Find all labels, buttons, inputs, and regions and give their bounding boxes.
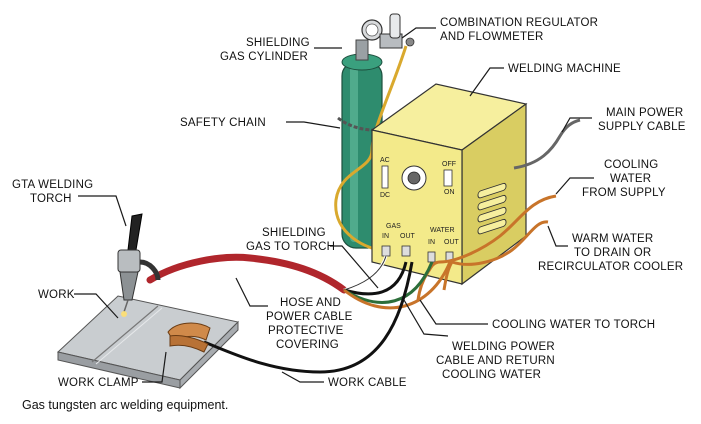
label-main-power: MAIN POWER SUPPLY CABLE	[598, 107, 687, 133]
figure-caption: Gas tungsten arc welding equipment.	[22, 398, 228, 412]
label-torch: GTA WELDING TORCH	[12, 179, 97, 205]
label-warm-water: WARM WATER TO DRAIN OR RECIRCULATOR COOL…	[538, 233, 683, 273]
gta-torch	[117, 213, 161, 317]
work-cable	[203, 261, 414, 374]
label-work-clamp: WORK CLAMP	[58, 377, 139, 389]
label-regulator: COMBINATION REGULATOR AND FLOWMETER	[440, 17, 602, 43]
regulator	[361, 13, 415, 49]
hose-cable-bundle	[146, 253, 348, 294]
water-in-label: IN	[428, 239, 435, 246]
label-machine: WELDING MACHINE	[508, 63, 621, 75]
gas-in-label: IN	[382, 233, 389, 240]
gas-supply-hose	[334, 45, 408, 252]
dc-label: DC	[380, 192, 390, 199]
label-hose: HOSE AND POWER CABLE PROTECTIVE COVERING	[266, 297, 356, 351]
welding-machine	[370, 83, 528, 286]
return-water-hose	[343, 261, 452, 310]
off-label: OFF	[442, 161, 456, 168]
work-plate	[56, 295, 240, 390]
panel-markings: AC DC OFF ON GAS IN OUT WATER IN OUT	[380, 157, 460, 246]
label-safety-chain: SAFETY CHAIN	[180, 117, 266, 129]
water-label: WATER	[430, 227, 455, 234]
label-power-return: WELDING POWER CABLE AND RETURN COOLING W…	[436, 341, 558, 381]
label-cylinder: SHIELDING GAS CYLINDER	[220, 37, 313, 63]
gas-label: GAS	[386, 223, 401, 230]
gas-out-label: OUT	[400, 233, 416, 240]
label-work: WORK	[38, 289, 75, 301]
gas-cylinder	[341, 39, 383, 249]
leader-lines	[74, 27, 594, 383]
main-power-cable	[513, 118, 581, 170]
warm-water-hose	[442, 220, 549, 291]
on-label: ON	[444, 189, 455, 196]
power-return-cable	[343, 261, 408, 296]
water-out-label: OUT	[444, 239, 460, 246]
label-gas-to-torch: SHIELDING GAS TO TORCH	[246, 227, 335, 253]
label-cooling-to-torch: COOLING WATER TO TORCH	[492, 319, 655, 331]
cooling-to-torch-hose	[343, 261, 434, 304]
work-clamp	[167, 322, 211, 353]
label-work-cable: WORK CABLE	[328, 377, 407, 389]
label-cooling-supply: COOLING WATER FROM SUPPLY	[582, 159, 666, 199]
ac-label: AC	[380, 157, 390, 164]
